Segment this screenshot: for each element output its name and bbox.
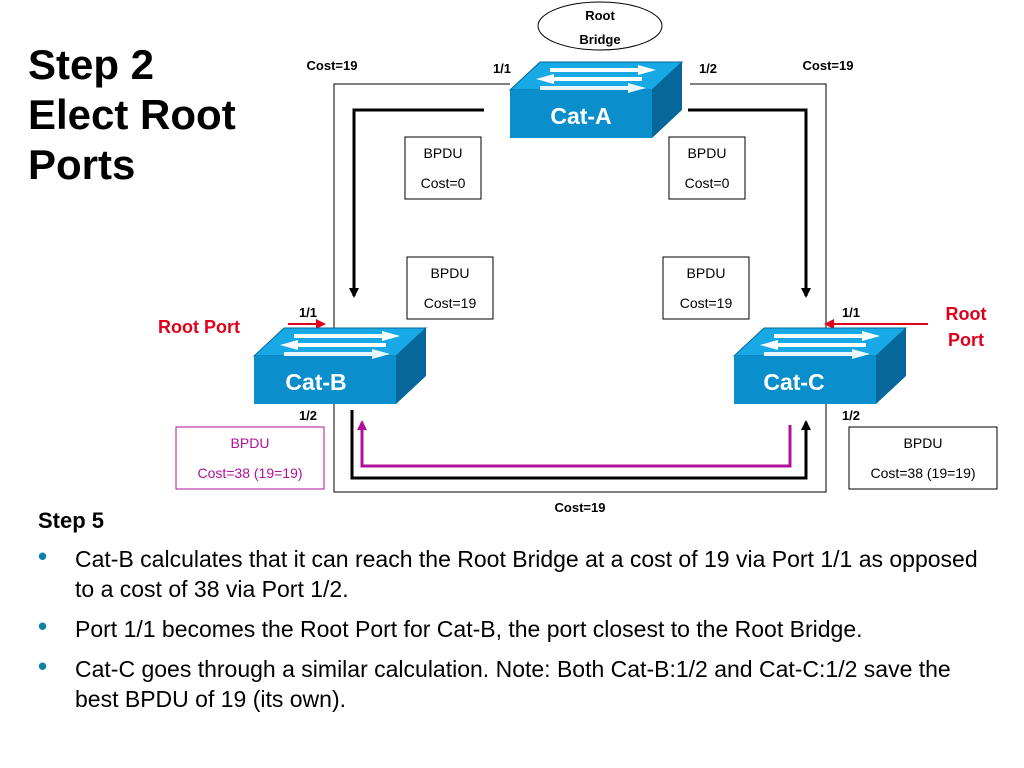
bullet-text: Cat-B calculates that it can reach the R… [75, 546, 978, 602]
slide-title: Step 2 Elect Root Ports [28, 40, 308, 190]
switch-arrows-icon [760, 331, 880, 359]
svg-text:Cost=0: Cost=0 [685, 175, 730, 191]
bpdu-box-b-bottom: BPDU Cost=38 (19=19) [175, 426, 325, 490]
svg-text:BPDU: BPDU [687, 265, 726, 281]
switch-label-cat-b: Cat-B [285, 369, 346, 395]
step-heading: Step 5 [38, 508, 105, 533]
svg-text:Cost=38 (19=19): Cost=38 (19=19) [197, 465, 302, 481]
switch-cat-c: Cat-C [732, 327, 908, 404]
switch-cat-b: Cat-B [252, 327, 428, 404]
bpdu-box-mid-left: BPDU Cost=19 [406, 256, 494, 320]
root-bridge-line-1: Root [585, 8, 615, 23]
svg-text:BPDU: BPDU [688, 145, 727, 161]
svg-text:Cost=19: Cost=19 [680, 295, 733, 311]
port-label-b-bottom: 1/2 [299, 408, 317, 423]
title-line-2: Elect Root [28, 91, 236, 138]
stp-topology-diagram: Root Bridge Cost=19 Cost=19 Cost=19 1/1 … [158, 1, 998, 515]
cost-label-left: Cost=19 [307, 58, 358, 73]
root-port-label-right-line-1: Root [946, 304, 987, 324]
network-links [333, 83, 827, 493]
cost-label-bottom: Cost=19 [555, 500, 606, 515]
root-port-label-right-line-2: Port [948, 330, 984, 350]
bullet-icon: • [38, 541, 48, 571]
link-a-to-b [333, 83, 510, 340]
cost-label-right: Cost=19 [803, 58, 854, 73]
bpdu-flow-arrows [349, 108, 811, 480]
switch-arrows-icon [280, 331, 400, 359]
bpdu-arrow-a-to-b [349, 108, 484, 298]
bpdu-box-c-bottom: BPDU Cost=38 (19=19) [848, 426, 998, 490]
title-line-1: Step 2 [28, 41, 155, 88]
bpdu-arrow-c-to-b [357, 420, 792, 468]
svg-text:BPDU: BPDU [424, 145, 463, 161]
list-item: • Port 1/1 becomes the Root Port for Cat… [38, 611, 998, 644]
port-label-a-right: 1/2 [699, 61, 717, 76]
svg-text:Cost=38 (19=19): Cost=38 (19=19) [870, 465, 975, 481]
bpdu-box-a-left: BPDU Cost=0 [404, 136, 482, 200]
port-label-c-bottom: 1/2 [842, 408, 860, 423]
root-bridge-line-2: Bridge [579, 32, 620, 47]
bullet-text: Cat-C goes through a similar calculation… [75, 656, 951, 712]
svg-text:BPDU: BPDU [904, 435, 943, 451]
switch-label-cat-c: Cat-C [763, 369, 824, 395]
svg-text:BPDU: BPDU [431, 265, 470, 281]
root-bridge-callout: Root Bridge [537, 1, 663, 51]
bpdu-arrow-b-to-c [350, 410, 811, 480]
link-a-to-c [690, 83, 827, 340]
switch-arrows-icon [536, 65, 656, 93]
step-bullet-list: • Cat-B calculates that it can reach the… [38, 541, 998, 724]
port-label-b-top: 1/1 [299, 305, 317, 320]
root-port-label-left: Root Port [158, 317, 240, 337]
list-item: • Cat-B calculates that it can reach the… [38, 541, 998, 604]
title-line-3: Ports [28, 141, 136, 188]
switch-label-cat-a: Cat-A [550, 103, 611, 129]
bullet-icon: • [38, 611, 48, 641]
bullet-icon: • [38, 651, 48, 681]
bpdu-box-a-right: BPDU Cost=0 [668, 136, 746, 200]
bpdu-box-mid-right: BPDU Cost=19 [662, 256, 750, 320]
port-label-a-left: 1/1 [493, 61, 511, 76]
bpdu-arrow-a-to-c [688, 108, 811, 298]
port-label-c-top: 1/1 [842, 305, 860, 320]
list-item: • Cat-C goes through a similar calculati… [38, 651, 998, 714]
svg-text:BPDU: BPDU [231, 435, 270, 451]
svg-text:Cost=0: Cost=0 [421, 175, 466, 191]
switch-cat-a: Cat-A [508, 61, 684, 138]
link-b-to-c [333, 400, 827, 493]
svg-text:Cost=19: Cost=19 [424, 295, 477, 311]
bullet-text: Port 1/1 becomes the Root Port for Cat-B… [75, 616, 863, 642]
